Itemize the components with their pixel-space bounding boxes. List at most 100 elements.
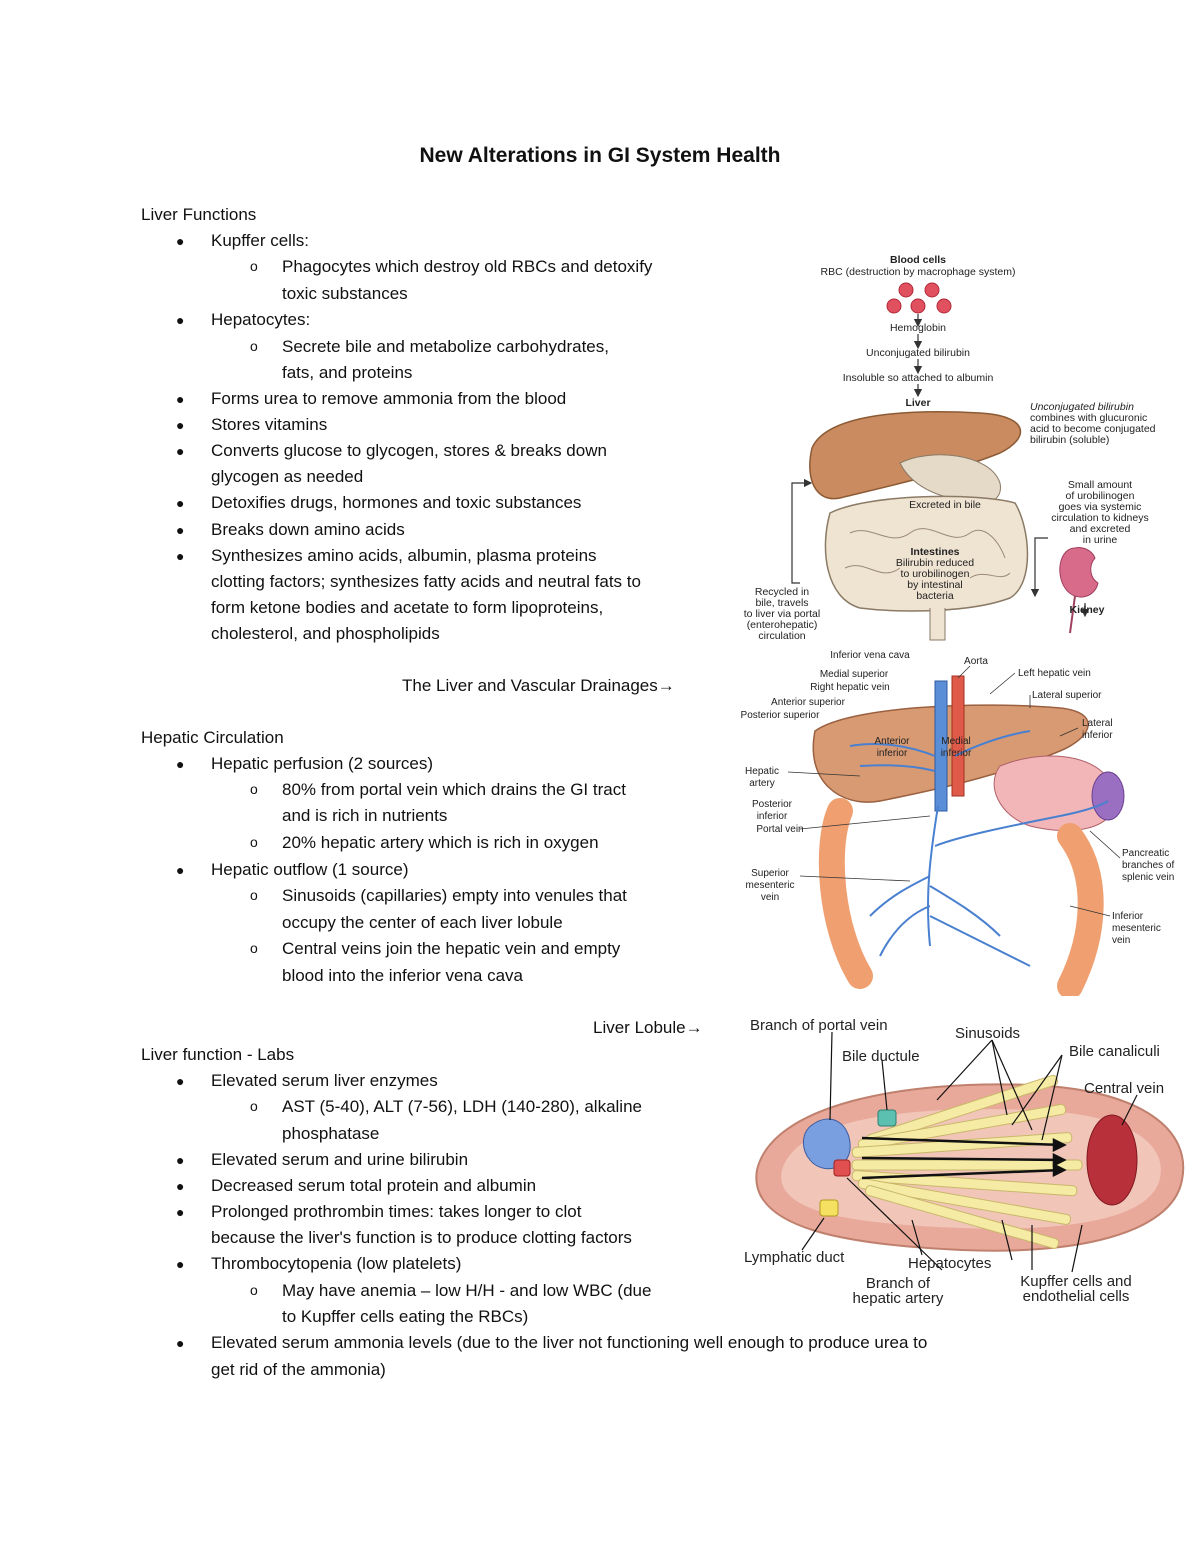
glucose-item-line-2: glycogen as needed xyxy=(211,467,364,486)
enzymes-sub-line-1: AST (5-40), ALT (7-56), LDH (140-280), a… xyxy=(282,1097,642,1116)
anterior-superior-label: Anterior superior xyxy=(771,697,846,708)
small-label-line-3: goes via systemic xyxy=(1059,501,1142,513)
liver-label: Liver xyxy=(905,397,930,409)
artery-sub: 20% hepatic artery which is rich in oxyg… xyxy=(282,833,599,852)
lobule-figure: Branch of portal vein Sinusoids Bile duc… xyxy=(742,1010,1200,1310)
intestines-label-line-3: to urobilinogen xyxy=(901,568,970,580)
thrombo-item: Thrombocytopenia (low platelets) xyxy=(211,1254,462,1273)
conj-label-line-4: bilirubin (soluble) xyxy=(1030,434,1109,446)
spleen-shape xyxy=(1091,771,1125,821)
lymphatic-label: Lymphatic duct xyxy=(744,1249,845,1266)
bullet-icon: ● xyxy=(176,756,185,772)
hepatocyte-plates xyxy=(851,1074,1083,1249)
sinus-sub-line-1: Sinusoids (capillaries) empty into venul… xyxy=(282,886,627,905)
bullet-icon: ● xyxy=(176,522,185,538)
bullet-icon: ● xyxy=(176,443,185,459)
superior-mesenteric-label-line-3: vein xyxy=(761,892,779,903)
bullet-icon: ● xyxy=(176,495,185,511)
branch-portal-label: Branch of portal vein xyxy=(750,1017,888,1034)
kupffer-sub-line-1: Phagocytes which destroy old RBCs and de… xyxy=(282,257,653,276)
bullet-icon: ● xyxy=(176,1073,185,1089)
bilirubin-figure: Blood cells RBC (destruction by macropha… xyxy=(730,248,1200,642)
anterior-inferior-label-line-2: inferior xyxy=(877,748,908,759)
intestines-label-line-2: Bilirubin reduced xyxy=(896,557,974,569)
posterior-superior-label: Posterior superior xyxy=(741,710,821,721)
sinus-sub-line-2: occupy the center of each liver lobule xyxy=(282,913,563,932)
portal-vein-label: Portal vein xyxy=(756,824,803,835)
lateral-inferior-label-line-1: Lateral xyxy=(1082,718,1113,729)
sub-bullet-icon: o xyxy=(250,887,258,903)
anterior-inferior-label-line-1: Anterior xyxy=(874,736,910,747)
rbc-cells-icon xyxy=(886,282,952,314)
ammonia-item-line-2: get rid of the ammonia) xyxy=(211,1360,386,1379)
aorta-label: Aorta xyxy=(964,656,988,667)
medial-inferior-label-line-2: inferior xyxy=(941,748,972,759)
synth-item-line-1: Synthesizes amino acids, albumin, plasma… xyxy=(211,546,597,565)
conj-label-line-2: combines with glucuronic xyxy=(1030,412,1147,424)
medial-superior-label: Medial superior xyxy=(820,669,889,680)
kidney-label: Kidney xyxy=(1069,604,1104,616)
enzymes-item: Elevated serum liver enzymes xyxy=(211,1071,438,1090)
excreted-label: Excreted in bile xyxy=(909,499,981,511)
bilirubin-item: Elevated serum and urine bilirubin xyxy=(211,1150,469,1169)
left-hepatic-label: Left hepatic vein xyxy=(1018,668,1091,679)
lymphatic-duct-shape xyxy=(819,1199,839,1217)
bullet-icon: ● xyxy=(176,1152,185,1168)
glucose-item-line-1: Converts glucose to glycogen, stores & b… xyxy=(211,441,607,460)
recycled-label-line-4: (enterohepatic) xyxy=(747,619,818,631)
sub-bullet-icon: o xyxy=(250,258,258,274)
kupffer-item: Kupffer cells: xyxy=(211,231,309,250)
bile-canaliculi-label: Bile canaliculi xyxy=(1069,1043,1160,1060)
inferior-mesenteric-label-line-1: Inferior xyxy=(1112,911,1144,922)
superior-mesenteric-label-line-2: mesenteric xyxy=(746,880,795,891)
inferior-mesenteric-label-line-2: mesenteric xyxy=(1112,923,1161,934)
urea-item: Forms urea to remove ammonia from the bl… xyxy=(211,389,567,408)
perfusion-item: Hepatic perfusion (2 sources) xyxy=(211,754,434,773)
sub-bullet-icon: o xyxy=(250,781,258,797)
sinusoids-label: Sinusoids xyxy=(955,1025,1020,1042)
page-title: New Alterations in GI System Health xyxy=(419,144,781,167)
lobule-caption: Liver Lobule→ xyxy=(593,1018,703,1037)
portal-sub-line-1: 80% from portal vein which drains the GI… xyxy=(282,780,626,799)
bullet-icon: ● xyxy=(176,312,185,328)
kupffer-label-line-2: endothelial cells xyxy=(1023,1288,1130,1305)
ivc-label: Inferior vena cava xyxy=(830,650,910,661)
bullet-icon: ● xyxy=(176,1335,185,1351)
small-label-line-1: Small amount xyxy=(1068,479,1132,491)
small-label-line-2: of urobilinogen xyxy=(1066,490,1135,502)
small-label-line-6: in urine xyxy=(1083,534,1118,546)
anemia-sub-line-1: May have anemia – low H/H - and low WBC … xyxy=(282,1281,652,1300)
hepatocytes-item: Hepatocytes: xyxy=(211,310,311,329)
intestines-label-line-1: Intestines xyxy=(910,546,959,558)
hemoglobin-label: Hemoglobin xyxy=(890,322,946,334)
bullet-icon: ● xyxy=(176,862,185,878)
rbc-label: RBC (destruction by macrophage system) xyxy=(821,266,1016,278)
conj-label-line-1: Unconjugated bilirubin xyxy=(1030,401,1134,413)
lateral-inferior-label-line-2: inferior xyxy=(1082,730,1113,741)
sub-bullet-icon: o xyxy=(250,338,258,354)
hepatocytes-sub-line-2: fats, and proteins xyxy=(282,363,413,382)
bullet-icon: ● xyxy=(176,391,185,407)
pancreatic-label-line-2: branches of xyxy=(1122,860,1174,871)
recycled-label-line-3: to liver via portal xyxy=(744,608,820,620)
anemia-sub-line-2: to Kupffer cells eating the RBCs) xyxy=(282,1307,529,1326)
right-hepatic-label: Right hepatic vein xyxy=(810,682,890,693)
posterior-inferior-label-line-2: inferior xyxy=(757,811,788,822)
bullet-icon: ● xyxy=(176,417,185,433)
labs-heading: Liver function - Labs xyxy=(141,1045,295,1064)
inferior-mesenteric-label-line-3: vein xyxy=(1112,935,1130,946)
amino-item: Breaks down amino acids xyxy=(211,520,405,539)
outflow-item: Hepatic outflow (1 source) xyxy=(211,860,409,879)
sub-bullet-icon: o xyxy=(250,834,258,850)
detox-item: Detoxifies drugs, hormones and toxic sub… xyxy=(211,493,582,512)
hepatic-artery-label-line-1: Hepatic xyxy=(745,766,779,777)
blood-cells-label: Blood cells xyxy=(890,254,946,266)
vitamins-item: Stores vitamins xyxy=(211,415,328,434)
kupffer-sub-line-2: toxic substances xyxy=(282,284,408,303)
pt-item-line-1: Prolonged prothrombin times: takes longe… xyxy=(211,1202,582,1221)
vascular-caption: The Liver and Vascular Drainages→ xyxy=(402,676,675,695)
ammonia-item-line-1: Elevated serum ammonia levels (due to th… xyxy=(211,1333,928,1352)
sub-bullet-icon: o xyxy=(250,1098,258,1114)
hepatocytes-sub-line-1: Secrete bile and metabolize carbohydrate… xyxy=(282,337,609,356)
hepatocytes-label: Hepatocytes xyxy=(908,1255,991,1272)
